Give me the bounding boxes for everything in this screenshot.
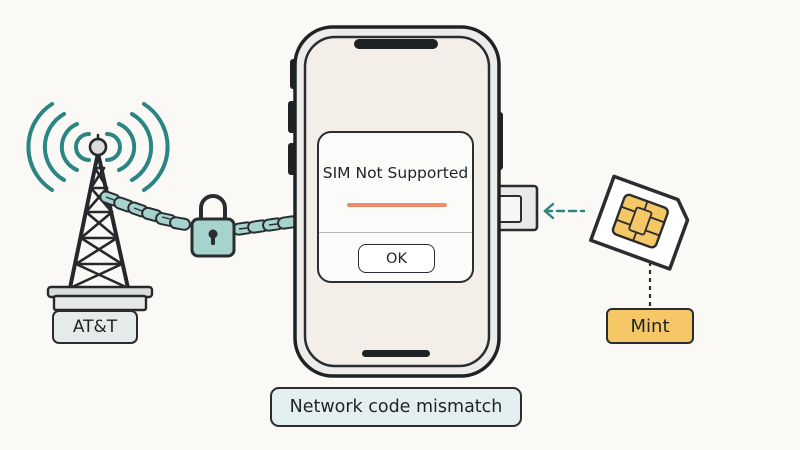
cell-tower-icon	[46, 133, 154, 312]
carrier-label: AT&T	[52, 310, 138, 344]
insert-arrow	[543, 202, 586, 220]
chain-link-inner	[105, 196, 278, 230]
padlock-icon	[190, 194, 236, 258]
alert-divider	[319, 232, 472, 233]
sim-card-icon	[589, 174, 690, 271]
sim-carrier-label: Mint	[606, 308, 694, 344]
alert-title: SIM Not Supported	[322, 164, 469, 182]
ok-button[interactable]: OK	[358, 244, 435, 273]
alert-accent-bar	[347, 203, 447, 207]
signal-waves	[26, 102, 170, 192]
sim-alert-dialog: SIM Not Supported OK	[317, 131, 474, 283]
caption: Network code mismatch	[270, 387, 522, 427]
